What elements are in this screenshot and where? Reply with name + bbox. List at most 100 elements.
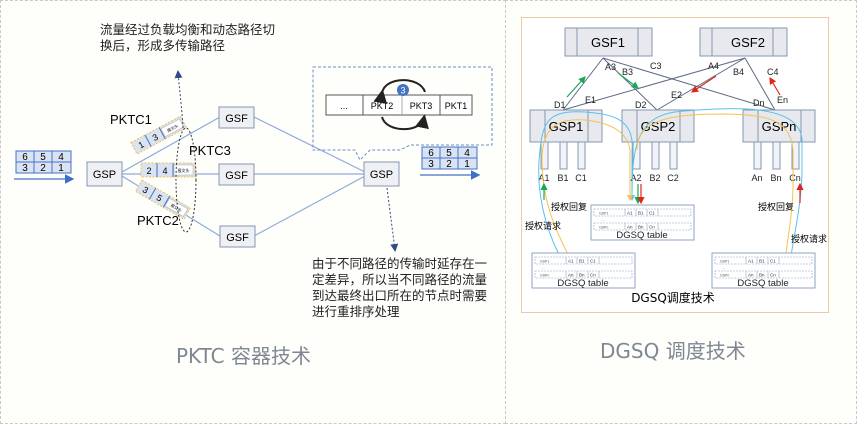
table-name: DGSQ table (557, 278, 608, 289)
table-name: DGSQ table (737, 278, 788, 289)
grant-reply-label: 授权回复 (758, 201, 794, 213)
table-cell: Bn (638, 225, 644, 230)
gspn-node[interactable]: GSPn (742, 109, 816, 143)
svg-text:Cn: Cn (789, 173, 801, 183)
svg-text:GSP: GSP (93, 169, 116, 181)
grant-path (541, 119, 633, 201)
svg-text:Bn: Bn (770, 173, 781, 183)
gsf2-node[interactable]: GSF2 (699, 27, 788, 57)
ingress-gsp-node[interactable]: GSP (86, 161, 123, 187)
queue-cell: 3 (22, 163, 28, 174)
svg-text:B1: B1 (557, 173, 568, 183)
table-src-cell: GSPn (540, 274, 549, 278)
gsf-node[interactable]: GSF (218, 163, 255, 186)
table-src-cell: GSPn (720, 274, 729, 278)
svg-text:3: 3 (151, 132, 160, 143)
table-cell: A1 (748, 259, 754, 264)
egress-gsp-node[interactable]: GSP (363, 161, 400, 187)
svg-text:C1: C1 (575, 173, 587, 183)
queue-cell: 1 (58, 163, 64, 174)
svg-text:2: 2 (146, 166, 151, 176)
svg-text:GSPn: GSPn (762, 119, 797, 134)
pktc3-container: 2 4 报文头 (140, 162, 196, 178)
gsf-node[interactable]: GSF (218, 106, 255, 129)
request-path (538, 111, 635, 263)
svg-text:En: En (777, 95, 788, 105)
svg-text:报文头: 报文头 (178, 167, 190, 173)
buffer-cell: ... (340, 101, 348, 111)
green-arrow (566, 76, 586, 98)
table-cell: An (568, 273, 574, 278)
queue-cell: 4 (58, 152, 64, 163)
queue-cell: 2 (446, 159, 452, 170)
svg-text:C3: C3 (650, 61, 662, 71)
queue-cell: 3 (428, 159, 434, 170)
svg-text:C2: C2 (667, 173, 679, 183)
green-arrow (617, 72, 639, 89)
dgsq-inner-title: DGSQ调度技术 (631, 290, 715, 305)
link-labels: A3 B3 C3 A4 B4 C4 D1 E1 D2 E2 Dn En (554, 61, 788, 110)
table-cell: B1 (579, 259, 585, 264)
table-src-cell: GSP1 (720, 260, 729, 264)
table-cell: C1 (649, 211, 655, 216)
link-gsf3-gsp (253, 175, 366, 237)
table-name: DGSQ table (616, 230, 667, 241)
svg-text:报文头: 报文头 (166, 122, 179, 133)
table-cell: Cn (770, 273, 776, 278)
queue-cell: 5 (446, 148, 452, 159)
gsf-node[interactable]: GSF (219, 225, 256, 248)
table-cell: C1 (770, 259, 776, 264)
svg-text:GSF: GSF (225, 113, 248, 125)
svg-text:B3: B3 (622, 67, 633, 77)
svg-text:A3: A3 (605, 62, 616, 72)
buffer-cell: PKT2 (371, 101, 394, 111)
table-cell: Bn (579, 273, 585, 278)
svg-text:GSF: GSF (225, 170, 248, 182)
red-arrow (769, 76, 781, 96)
svg-text:E1: E1 (585, 95, 596, 105)
grant-request-label: 授权请求 (525, 220, 561, 232)
svg-text:GSF1: GSF1 (591, 35, 625, 50)
pointer-arrow-up (174, 70, 184, 129)
table-cell: Cn (649, 225, 655, 230)
table-cell: B1 (638, 211, 644, 216)
svg-text:4: 4 (162, 166, 167, 176)
grant-reply-label: 授权回复 (551, 201, 587, 213)
svg-text:A2: A2 (630, 173, 641, 183)
queue-cell: 6 (428, 148, 434, 159)
red-arrow (691, 75, 717, 93)
buffer-cell: PKT3 (410, 101, 433, 111)
svg-text:A4: A4 (708, 61, 719, 71)
ports (540, 141, 800, 170)
table-src-cell: GSP1 (599, 212, 608, 216)
table-cell: A1 (627, 211, 633, 216)
table-cell: Cn (590, 273, 596, 278)
buffer-cell: PKT1 (445, 101, 468, 111)
queue-cell: 4 (464, 148, 470, 159)
svg-text:GSF: GSF (226, 232, 249, 244)
step-badge (397, 84, 409, 96)
svg-text:B4: B4 (733, 67, 744, 77)
svg-text:E2: E2 (671, 90, 682, 100)
svg-text:An: An (751, 173, 762, 183)
svg-text:C4: C4 (767, 67, 779, 77)
grant-path (541, 159, 573, 263)
pktc1-container: 1 3 报文头 (130, 115, 188, 155)
svg-text:3: 3 (141, 184, 150, 195)
pktc1-label: PKTC1 (110, 112, 152, 127)
svg-text:Dn: Dn (753, 98, 765, 108)
dgsq-caption: DGSQ 调度技术 (600, 339, 746, 363)
gsp1-node[interactable]: GSP1 (529, 109, 603, 143)
link-gsp-gsf1 (121, 116, 221, 173)
gsf1-node[interactable]: GSF1 (564, 27, 653, 57)
svg-text:3: 3 (400, 86, 405, 96)
fabric-links (562, 57, 776, 111)
swap-arrow-bottom (381, 114, 429, 131)
pktc2-container: 3 5 报文头 (134, 179, 192, 220)
table-src-cell: GSPn (599, 226, 608, 230)
gsp2-node[interactable]: GSP2 (621, 109, 695, 143)
output-queue: 6 5 4 3 2 1 (420, 146, 481, 180)
